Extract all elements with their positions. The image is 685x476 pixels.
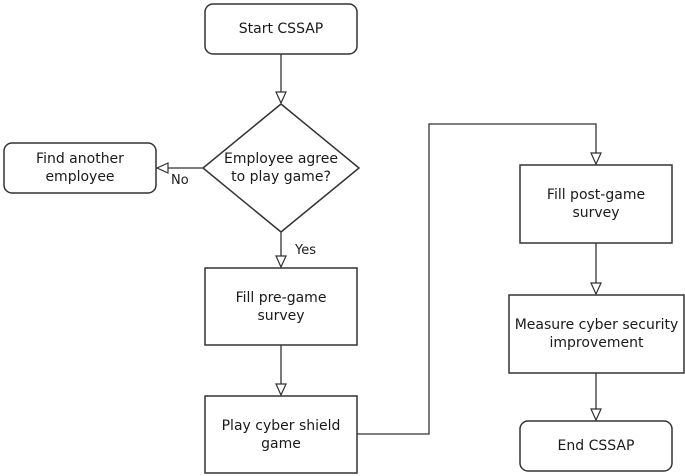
- end-node-label: End CSSAP: [557, 438, 635, 454]
- measure-node-shape: [508, 294, 685, 374]
- play-game-node-label: Play cyber shield game: [221, 417, 341, 452]
- start-node-label: Start CSSAP: [238, 21, 324, 37]
- post-survey-node-label: Fill post-game survey: [546, 187, 646, 221]
- decision-node-label: Employee agree to play game?: [224, 151, 338, 185]
- edge-play-game-to-post-survey: [357, 123, 602, 435]
- no-edge-label: No: [171, 173, 189, 188]
- find-another-node-label: Find another employee: [36, 151, 124, 185]
- pre-survey-node-label: Fill pre-game survey: [235, 289, 327, 324]
- play-game-node-shape: [204, 395, 358, 474]
- measure-node-label: Measure cyber security improvement: [514, 317, 679, 351]
- yes-edge-label: Yes: [295, 243, 316, 258]
